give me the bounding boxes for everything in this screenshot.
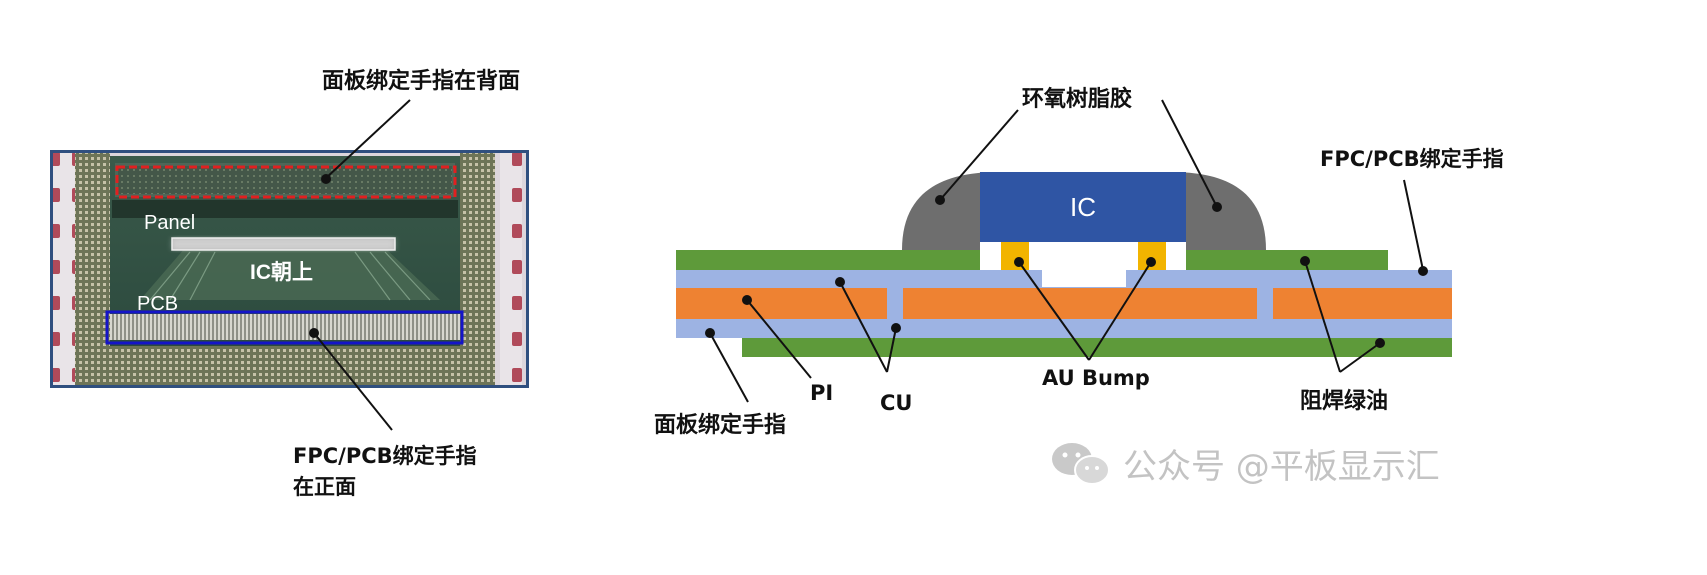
cof-photo: Panel PCB IC朝上	[50, 150, 529, 388]
callout-pi	[746, 299, 812, 379]
label-fpc-finger: FPC/PCB绑定手指	[1320, 147, 1504, 171]
callout-cu-a	[839, 281, 888, 373]
label-solder-mask: 阻焊绿油	[1300, 388, 1388, 414]
callout-cu-b	[886, 327, 897, 373]
cu-seg-3	[1273, 288, 1452, 319]
label-au-bump: AU Bump	[1042, 366, 1150, 390]
callout-dot-bottom	[309, 328, 319, 338]
sprocket-strip-left	[53, 153, 75, 385]
callout-epoxy-left	[939, 109, 1019, 201]
photo-label-ic: IC朝上	[250, 260, 313, 284]
label-epoxy: 环氧树脂胶	[1022, 86, 1132, 112]
wechat-icon	[1052, 443, 1110, 485]
fanout-traces-lines	[149, 251, 431, 301]
dot-epoxy-left	[935, 195, 945, 205]
cu-seg-2	[903, 288, 1257, 319]
fanout-traces	[140, 248, 440, 300]
sprocket-strip-right	[500, 153, 522, 385]
panel-dark-band	[112, 200, 458, 218]
callout-au-b	[1088, 261, 1152, 361]
photo-callouts: 面板绑定手指在背面 FPC/PCB绑定手指 在正面	[293, 68, 520, 499]
solder-mask-top-right	[1186, 250, 1388, 270]
callout-solder-a	[1304, 260, 1341, 373]
pi-top-left	[676, 270, 1042, 287]
watermark-text: 公众号 @平板显示汇	[1123, 447, 1440, 487]
note-bottom-line2: 在正面	[293, 475, 356, 499]
note-top: 面板绑定手指在背面	[322, 68, 520, 94]
hatch-bottom	[75, 345, 495, 385]
label-pi: PI	[810, 381, 833, 405]
photo-label-panel: Panel	[144, 212, 195, 234]
callout-line-bottom	[313, 332, 393, 431]
callout-dot-top	[321, 174, 331, 184]
pcb-finger-highlight-box	[105, 310, 464, 345]
ic-chip-label: IC	[1070, 192, 1096, 222]
ic-chip	[980, 172, 1186, 242]
callout-au-a	[1018, 261, 1090, 361]
label-cu: CU	[880, 391, 912, 415]
callout-panel-finger	[709, 332, 749, 403]
dot-epoxy-right	[1212, 202, 1222, 212]
cross-section: IC	[676, 172, 1452, 357]
solder-mask-top-left	[676, 250, 980, 270]
au-bump-left	[1001, 242, 1029, 270]
dot-fpc-finger	[1418, 266, 1428, 276]
photo-label-pcb: PCB	[137, 293, 178, 315]
label-panel-finger: 面板绑定手指	[654, 412, 786, 438]
callout-solder-b	[1339, 342, 1381, 373]
note-bottom-line1: FPC/PCB绑定手指	[293, 444, 477, 468]
cu-seg-1	[676, 288, 887, 319]
callout-line-top	[325, 99, 411, 179]
watermark: 公众号 @平板显示汇	[1052, 443, 1440, 487]
pi-top-right	[1126, 270, 1452, 287]
pcb-fingers	[110, 314, 460, 340]
cross-section-callouts: 环氧树脂胶 FPC/PCB绑定手指 PI CU AU Bump 阻焊绿油 面板绑…	[654, 86, 1504, 438]
pi-bottom	[676, 320, 1452, 338]
callout-epoxy-right	[1161, 99, 1218, 208]
panel-finger-highlight-box	[115, 165, 457, 199]
ic-die-glow	[172, 238, 395, 250]
panel-finger-texture	[118, 166, 452, 194]
callout-fpc-finger	[1403, 179, 1424, 271]
